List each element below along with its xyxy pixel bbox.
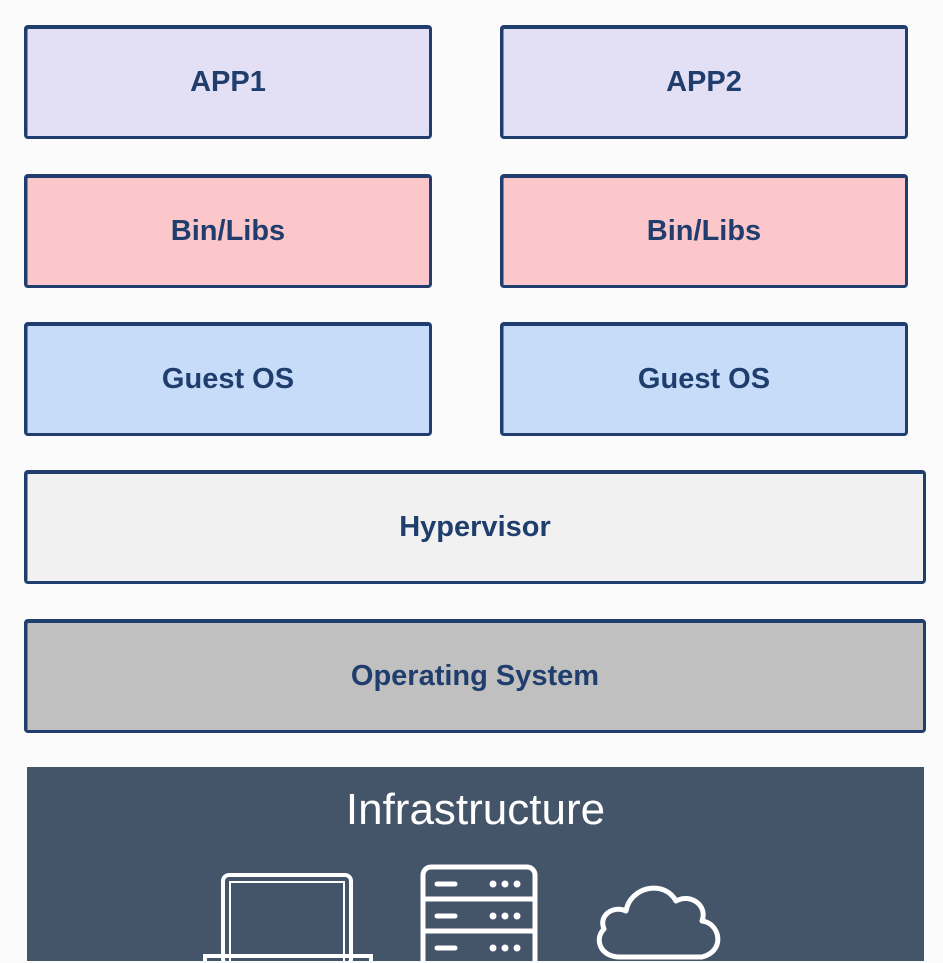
- hypervisor-box: Hypervisor: [24, 470, 926, 584]
- server-icon: [420, 864, 538, 963]
- bin-libs-1-label: Bin/Libs: [170, 214, 286, 247]
- bin-libs-2-box: Bin/Libs: [500, 174, 908, 288]
- cloud-icon: [596, 885, 721, 960]
- app1-label: APP1: [190, 65, 266, 98]
- guest-os-2-label: Guest OS: [637, 362, 771, 395]
- guest-os-1-box: Guest OS: [24, 322, 432, 436]
- bin-libs-1-box: Bin/Libs: [24, 174, 432, 288]
- app2-label: APP2: [666, 65, 742, 98]
- laptop-icon: [203, 873, 373, 962]
- infrastructure-title: Infrastructure: [345, 785, 606, 834]
- guest-os-2-box: Guest OS: [500, 322, 908, 436]
- hypervisor-label: Hypervisor: [399, 510, 551, 543]
- operating-system-label: Operating System: [350, 659, 600, 692]
- operating-system-box: Operating System: [24, 619, 926, 733]
- bin-libs-2-label: Bin/Libs: [646, 214, 762, 247]
- app1-box: APP1: [24, 25, 432, 139]
- guest-os-1-label: Guest OS: [161, 362, 295, 395]
- app2-box: APP2: [500, 25, 908, 139]
- infrastructure-panel: Infrastructure: [27, 767, 924, 963]
